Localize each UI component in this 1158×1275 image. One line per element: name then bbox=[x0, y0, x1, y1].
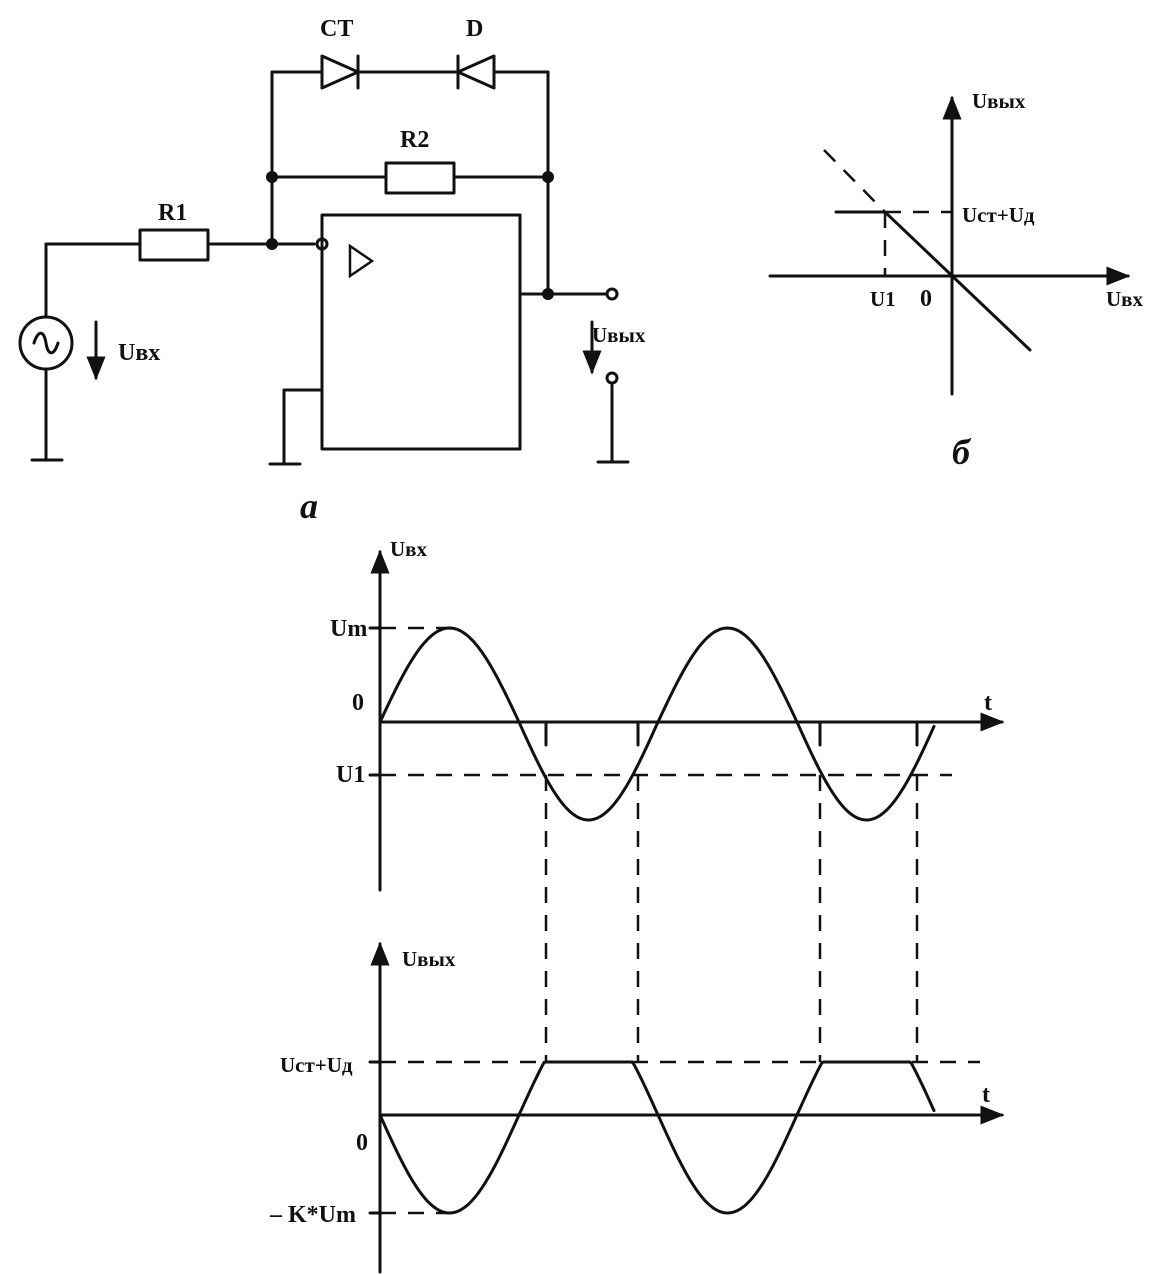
transfer-x-axis-label: Uвх bbox=[1106, 287, 1144, 311]
input-y-axis-label: Uвх bbox=[390, 537, 428, 561]
diode-ct-symbol bbox=[320, 54, 360, 90]
transfer-linear-segment bbox=[883, 210, 1032, 352]
resistor-r1-label: R1 bbox=[158, 200, 187, 226]
output-clipped-curve bbox=[378, 1060, 936, 1215]
resistor-r2-label: R2 bbox=[400, 127, 429, 153]
input-um-label: Um bbox=[330, 616, 367, 642]
input-waveform-plot: Uвх t Um 0 U1 bbox=[330, 537, 1005, 892]
junction-node bbox=[542, 288, 554, 300]
output-waveform-plot: Uвых t Uст+Uд 0 – K*Um bbox=[269, 941, 1005, 1274]
resistor-r2 bbox=[384, 161, 456, 195]
output-level-label: Uст+Uд bbox=[280, 1053, 353, 1077]
inverting-input-marker bbox=[315, 237, 329, 251]
transfer-origin-label: 0 bbox=[920, 286, 932, 312]
opamp-triangle-glyph bbox=[348, 243, 375, 279]
input-u1-label: U1 bbox=[336, 762, 365, 788]
transfer-u1-label: U1 bbox=[870, 287, 896, 311]
input-voltage-label: Uвх bbox=[118, 340, 160, 366]
opamp-body bbox=[320, 213, 522, 451]
caption-a: а bbox=[300, 486, 318, 526]
output-t-axis-label: t bbox=[982, 1082, 990, 1108]
output-zero-label: 0 bbox=[356, 1130, 368, 1156]
transfer-characteristic: Uвых Uвх Uст+Uд U1 0 б bbox=[768, 89, 1144, 472]
resistor-r1 bbox=[138, 228, 210, 262]
input-sine-curve bbox=[378, 626, 936, 822]
transfer-level-label: Uст+Uд bbox=[962, 203, 1035, 227]
output-y-axis-label: Uвых bbox=[402, 947, 456, 971]
diode-ct-label: CT bbox=[320, 16, 353, 42]
output-terminal bbox=[605, 287, 619, 301]
caption-b: б bbox=[952, 432, 972, 472]
junction-node bbox=[542, 171, 554, 183]
input-t-axis-label: t bbox=[984, 690, 992, 716]
transfer-extension-dashed bbox=[823, 149, 886, 213]
output-voltage-label: Uвых bbox=[592, 323, 646, 347]
input-zero-label: 0 bbox=[352, 690, 364, 716]
diode-d-label: D bbox=[466, 16, 483, 42]
output-neg-label: – K*Um bbox=[269, 1202, 356, 1228]
sine-glyph bbox=[32, 331, 60, 355]
transfer-y-axis-label: Uвых bbox=[972, 89, 1026, 113]
projection-guides bbox=[544, 775, 919, 1062]
diode-d-symbol bbox=[456, 54, 496, 90]
circuit-schematic: Uвх R1 CT D R2 bbox=[18, 16, 646, 526]
